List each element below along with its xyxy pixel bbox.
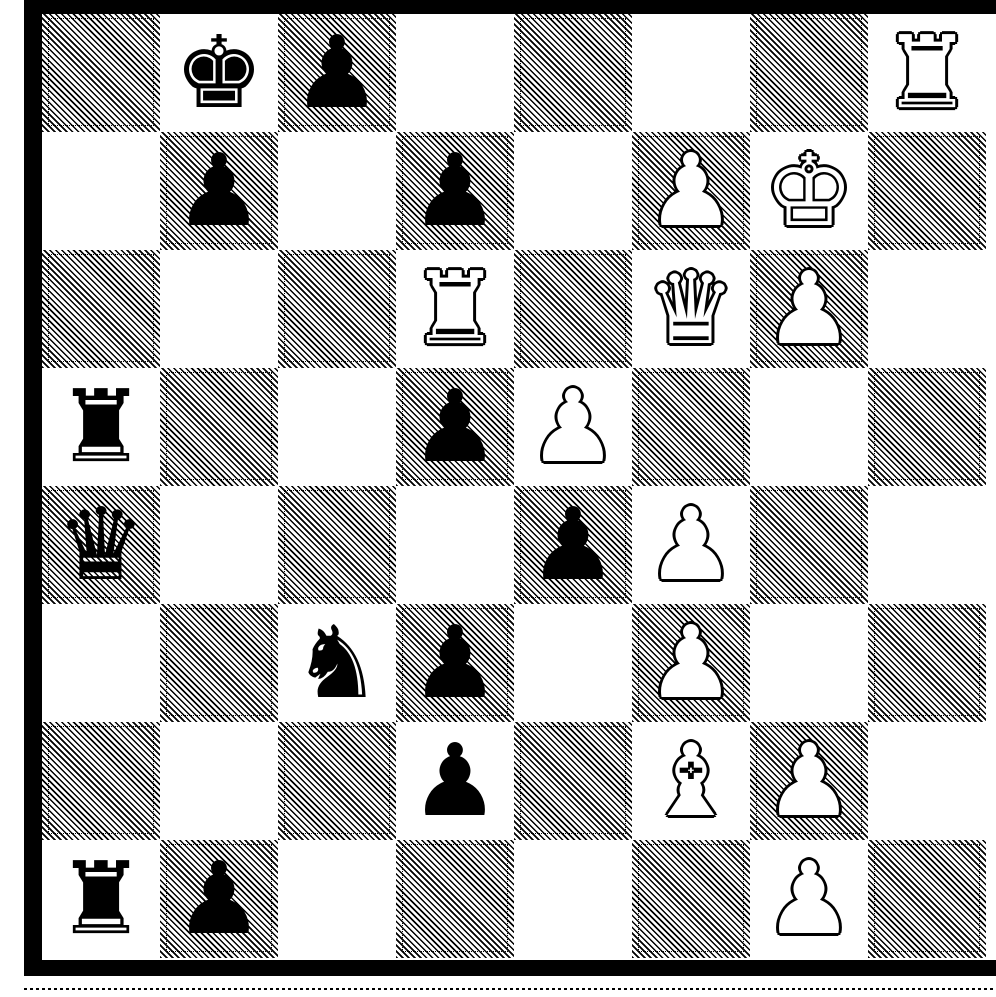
square-e6[interactable] (514, 250, 632, 368)
square-c3[interactable]: ♞ (278, 604, 396, 722)
square-h7[interactable] (868, 132, 986, 250)
square-b4[interactable] (160, 486, 278, 604)
square-h3[interactable] (868, 604, 986, 722)
square-b1[interactable]: ♟ (160, 840, 278, 958)
square-b3[interactable] (160, 604, 278, 722)
square-f2[interactable]: ♝ (632, 722, 750, 840)
square-b5[interactable] (160, 368, 278, 486)
square-e1[interactable] (514, 840, 632, 958)
square-c2[interactable] (278, 722, 396, 840)
square-c5[interactable] (278, 368, 396, 486)
square-c4[interactable] (278, 486, 396, 604)
square-a7[interactable] (42, 132, 160, 250)
square-g8[interactable] (750, 14, 868, 132)
black-king-icon[interactable]: ♚ (160, 14, 278, 132)
square-h8[interactable]: ♜ (868, 14, 986, 132)
square-b7[interactable]: ♟ (160, 132, 278, 250)
square-f8[interactable] (632, 14, 750, 132)
square-d2[interactable]: ♟ (396, 722, 514, 840)
square-a6[interactable] (42, 250, 160, 368)
white-rook-icon[interactable]: ♜ (868, 14, 986, 132)
black-pawn-icon[interactable]: ♟ (396, 368, 514, 486)
square-d3[interactable]: ♟ (396, 604, 514, 722)
square-a2[interactable] (42, 722, 160, 840)
white-pawn-icon[interactable]: ♟ (632, 132, 750, 250)
square-d1[interactable] (396, 840, 514, 958)
black-rook-icon[interactable]: ♜ (42, 840, 160, 958)
square-e3[interactable] (514, 604, 632, 722)
square-f6[interactable]: ♛ (632, 250, 750, 368)
square-g3[interactable] (750, 604, 868, 722)
black-pawn-icon[interactable]: ♟ (514, 486, 632, 604)
square-f4[interactable]: ♟ (632, 486, 750, 604)
white-pawn-icon[interactable]: ♟ (632, 604, 750, 722)
black-queen-icon[interactable]: ♛ (42, 486, 160, 604)
square-g2[interactable]: ♟ (750, 722, 868, 840)
square-f3[interactable]: ♟ (632, 604, 750, 722)
square-a5[interactable]: ♜ (42, 368, 160, 486)
square-f5[interactable] (632, 368, 750, 486)
square-g1[interactable]: ♟ (750, 840, 868, 958)
square-e2[interactable] (514, 722, 632, 840)
square-d7[interactable]: ♟ (396, 132, 514, 250)
board-bottom-rule (24, 988, 996, 990)
white-bishop-icon[interactable]: ♝ (632, 722, 750, 840)
square-d8[interactable] (396, 14, 514, 132)
square-h6[interactable] (868, 250, 986, 368)
square-e5[interactable]: ♟ (514, 368, 632, 486)
square-g6[interactable]: ♟ (750, 250, 868, 368)
white-pawn-icon[interactable]: ♟ (514, 368, 632, 486)
square-a3[interactable] (42, 604, 160, 722)
black-pawn-icon[interactable]: ♟ (396, 604, 514, 722)
black-pawn-icon[interactable]: ♟ (396, 132, 514, 250)
black-pawn-icon[interactable]: ♟ (396, 722, 514, 840)
black-pawn-icon[interactable]: ♟ (278, 14, 396, 132)
square-b8[interactable]: ♚ (160, 14, 278, 132)
white-pawn-icon[interactable]: ♟ (750, 840, 868, 958)
square-f7[interactable]: ♟ (632, 132, 750, 250)
square-b2[interactable] (160, 722, 278, 840)
square-h1[interactable] (868, 840, 986, 958)
square-c6[interactable] (278, 250, 396, 368)
white-pawn-icon[interactable]: ♟ (750, 250, 868, 368)
square-h5[interactable] (868, 368, 986, 486)
chess-board[interactable]: ♚♟♜♟♟♟♚♜♛♟♜♟♟♛♟♟♞♟♟♟♝♟♜♟♟ (42, 14, 996, 960)
black-knight-icon[interactable]: ♞ (278, 604, 396, 722)
square-f1[interactable] (632, 840, 750, 958)
white-pawn-icon[interactable]: ♟ (632, 486, 750, 604)
black-pawn-icon[interactable]: ♟ (160, 840, 278, 958)
square-a4[interactable]: ♛ (42, 486, 160, 604)
square-c1[interactable] (278, 840, 396, 958)
black-rook-icon[interactable]: ♜ (42, 368, 160, 486)
square-c8[interactable]: ♟ (278, 14, 396, 132)
square-h4[interactable] (868, 486, 986, 604)
square-h2[interactable] (868, 722, 986, 840)
square-e7[interactable] (514, 132, 632, 250)
square-a8[interactable] (42, 14, 160, 132)
square-g7[interactable]: ♚ (750, 132, 868, 250)
black-pawn-icon[interactable]: ♟ (160, 132, 278, 250)
square-e8[interactable] (514, 14, 632, 132)
square-e4[interactable]: ♟ (514, 486, 632, 604)
square-g5[interactable] (750, 368, 868, 486)
square-d5[interactable]: ♟ (396, 368, 514, 486)
square-b6[interactable] (160, 250, 278, 368)
white-queen-icon[interactable]: ♛ (632, 250, 750, 368)
square-d4[interactable] (396, 486, 514, 604)
square-g4[interactable] (750, 486, 868, 604)
white-pawn-icon[interactable]: ♟ (750, 722, 868, 840)
square-d6[interactable]: ♜ (396, 250, 514, 368)
white-rook-icon[interactable]: ♜ (396, 250, 514, 368)
square-a1[interactable]: ♜ (42, 840, 160, 958)
white-king-icon[interactable]: ♚ (750, 132, 868, 250)
square-c7[interactable] (278, 132, 396, 250)
